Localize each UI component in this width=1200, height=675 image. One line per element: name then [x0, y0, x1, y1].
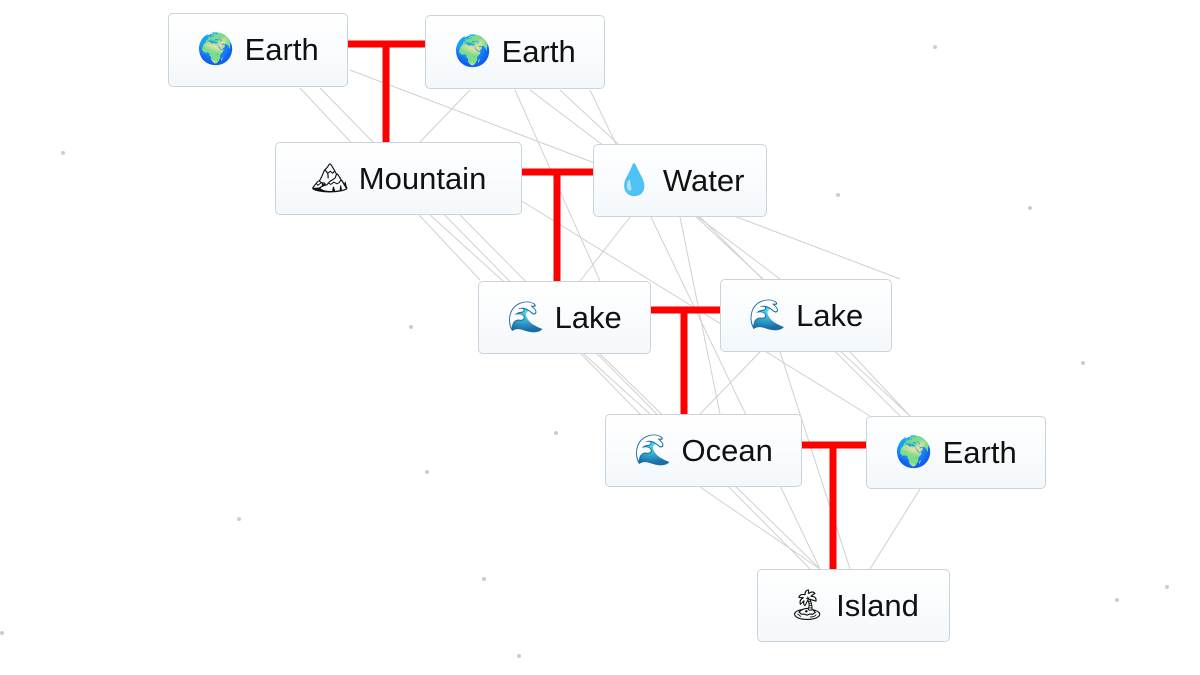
element-island[interactable]: 🏝 Island	[757, 569, 950, 642]
element-lake[interactable]: 🌊 Lake	[478, 281, 651, 354]
element-ocean[interactable]: 🌊 Ocean	[605, 414, 802, 487]
element-water[interactable]: 💧 Water	[593, 144, 767, 217]
connector-mountain-water	[522, 168, 593, 281]
mountain-icon: 🏔	[310, 161, 349, 195]
connector-lake-lake	[651, 306, 720, 414]
earth-globe-icon: 🌍	[895, 435, 933, 469]
element-label: Earth	[244, 32, 319, 67]
water-droplet-icon: 💧	[615, 163, 653, 197]
element-label: Island	[836, 587, 919, 623]
element-label: Water	[662, 162, 745, 198]
element-label: Lake	[796, 297, 864, 333]
element-lake[interactable]: 🌊 Lake	[720, 279, 892, 352]
connector-earth-earth	[348, 40, 425, 142]
element-earth[interactable]: 🌍 Earth	[168, 13, 348, 87]
element-mountain[interactable]: 🏔 Mountain	[275, 142, 522, 215]
element-earth[interactable]: 🌍 Earth	[425, 15, 605, 89]
wave-icon: 🌊	[748, 298, 787, 332]
island-palm-icon: 🏝	[788, 588, 827, 622]
background-stars	[0, 45, 1169, 658]
wave-icon: 🌊	[507, 300, 545, 334]
earth-globe-icon: 🌍	[454, 35, 492, 68]
element-label: Lake	[554, 299, 622, 335]
wave-icon: 🌊	[634, 433, 672, 467]
element-label: Earth	[501, 34, 576, 69]
earth-globe-icon: 🌍	[197, 33, 235, 66]
element-label: Ocean	[681, 432, 773, 468]
element-earth[interactable]: 🌍 Earth	[866, 416, 1046, 489]
element-label: Earth	[942, 434, 1017, 470]
recipe-connectors	[348, 40, 866, 569]
element-label: Mountain	[358, 160, 487, 196]
connector-ocean-earth	[802, 441, 866, 569]
